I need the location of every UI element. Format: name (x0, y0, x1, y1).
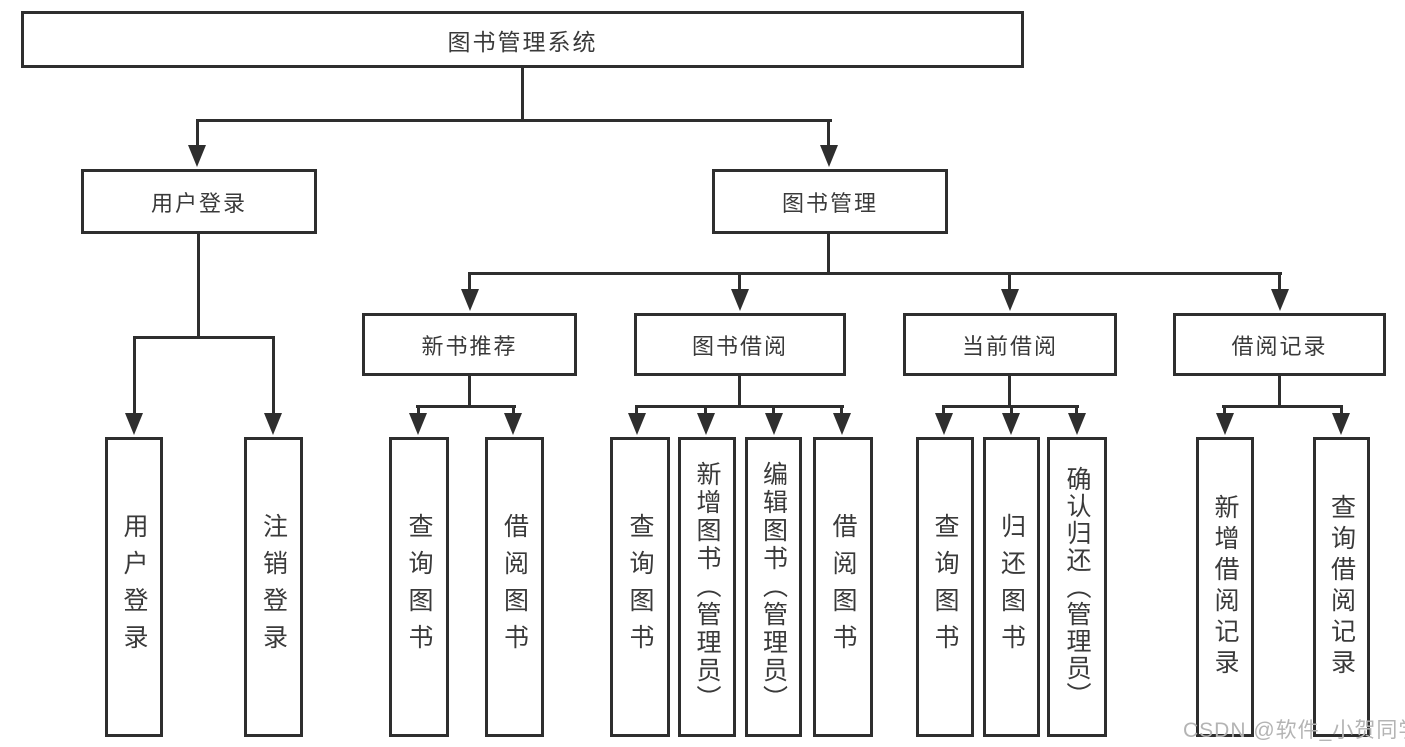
arrowhead-icon (1271, 289, 1289, 311)
leaf-borrow-book-label: 借阅图书 (829, 513, 857, 661)
node-book-management: 图书管理 (712, 169, 948, 234)
connector-book-mgmt-stem (827, 119, 830, 147)
arrowhead-icon (1001, 289, 1019, 311)
node-book-management-label: 图书管理 (781, 190, 878, 216)
leaf-query-book-current-label: 查询图书 (931, 513, 959, 661)
node-user-login-label: 用户登录 (150, 190, 247, 216)
node-user-login: 用户登录 (81, 169, 317, 234)
node-current-borrow-label: 当前借阅 (961, 333, 1058, 359)
connector-line (704, 405, 707, 415)
node-book-borrow: 图书借阅 (634, 313, 846, 376)
connector-line (942, 405, 945, 415)
arrowhead-icon (833, 413, 851, 435)
leaf-edit-book-admin-label: 编辑图书（管理员） (759, 461, 788, 713)
connector-line (1340, 405, 1343, 415)
leaf-user-login: 用户登录 (105, 437, 163, 737)
connector-line (416, 405, 516, 408)
leaf-query-book-recommend-label: 查询图书 (405, 513, 433, 661)
leaf-borrow-book: 借阅图书 (813, 437, 873, 737)
leaf-return-book: 归还图书 (983, 437, 1040, 737)
connector-user-login-stem (196, 119, 199, 147)
connector-root-stem (521, 68, 524, 119)
leaf-logout: 注销登录 (244, 437, 303, 737)
arrowhead-icon (765, 413, 783, 435)
connector-line (1278, 376, 1281, 406)
arrowhead-icon (697, 413, 715, 435)
connector-line (468, 272, 471, 291)
connector-line (133, 336, 136, 414)
connector-line (1223, 405, 1226, 415)
connector-line (417, 405, 420, 415)
connector-line (840, 405, 843, 415)
arrowhead-icon (1332, 413, 1350, 435)
arrowhead-icon (1068, 413, 1086, 435)
leaf-query-book-current: 查询图书 (916, 437, 974, 737)
leaf-query-book-borrow: 查询图书 (610, 437, 670, 737)
connector-line (1008, 376, 1011, 406)
connector-line (827, 234, 830, 273)
connector-line (738, 272, 741, 291)
arrowhead-icon (935, 413, 953, 435)
connector-root-branch (196, 119, 832, 122)
node-root-label: 图书管理系统 (447, 28, 598, 55)
connector-line (635, 405, 638, 415)
arrowhead-icon (504, 413, 522, 435)
leaf-add-book-admin: 新增图书（管理员） (678, 437, 736, 737)
leaf-user-login-label: 用户登录 (120, 513, 148, 661)
leaf-return-book-label: 归还图书 (997, 513, 1026, 661)
node-borrow-record-label: 借阅记录 (1231, 333, 1328, 359)
node-borrow-record: 借阅记录 (1173, 313, 1386, 376)
leaf-logout-label: 注销登录 (259, 513, 288, 661)
leaf-query-borrow-record: 查询借阅记录 (1313, 437, 1370, 737)
connector-line (133, 336, 275, 339)
arrowhead-icon (125, 413, 143, 435)
connector-line (468, 272, 1282, 275)
node-root: 图书管理系统 (21, 11, 1024, 68)
connector-line (1278, 272, 1281, 291)
arrowhead-icon (188, 145, 206, 167)
leaf-query-borrow-record-label: 查询借阅记录 (1327, 494, 1356, 680)
node-new-book-recommend-label: 新书推荐 (421, 333, 518, 359)
connector-line (197, 234, 200, 337)
connector-line (738, 376, 741, 406)
arrowhead-icon (409, 413, 427, 435)
watermark: CSDN @软件_小贺同学 (1183, 719, 1405, 742)
leaf-add-borrow-record-label: 新增借阅记录 (1211, 494, 1239, 680)
connector-line (1010, 405, 1013, 415)
arrowhead-icon (461, 289, 479, 311)
connector-line (272, 336, 275, 414)
connector-line (468, 376, 471, 406)
arrowhead-icon (1002, 413, 1020, 435)
leaf-borrow-book-recommend-label: 借阅图书 (500, 513, 529, 661)
connector-line (635, 405, 844, 408)
node-current-borrow: 当前借阅 (903, 313, 1117, 376)
leaf-add-book-admin-label: 新增图书（管理员） (693, 461, 721, 713)
leaf-edit-book-admin: 编辑图书（管理员） (745, 437, 802, 737)
leaf-add-borrow-record: 新增借阅记录 (1196, 437, 1254, 737)
arrowhead-icon (820, 145, 838, 167)
leaf-borrow-book-recommend: 借阅图书 (485, 437, 544, 737)
leaf-confirm-return-admin-label: 确认归还（管理员） (1063, 465, 1091, 709)
arrowhead-icon (264, 413, 282, 435)
leaf-query-book-borrow-label: 查询图书 (626, 513, 654, 661)
connector-line (1222, 405, 1343, 408)
node-book-borrow-label: 图书借阅 (691, 333, 788, 359)
connector-line (1008, 272, 1011, 291)
leaf-confirm-return-admin: 确认归还（管理员） (1047, 437, 1107, 737)
connector-line (1075, 405, 1078, 415)
connector-line (772, 405, 775, 415)
connector-line (512, 405, 515, 415)
node-new-book-recommend: 新书推荐 (362, 313, 577, 376)
arrowhead-icon (731, 289, 749, 311)
arrowhead-icon (1216, 413, 1234, 435)
arrowhead-icon (628, 413, 646, 435)
leaf-query-book-recommend: 查询图书 (389, 437, 449, 737)
